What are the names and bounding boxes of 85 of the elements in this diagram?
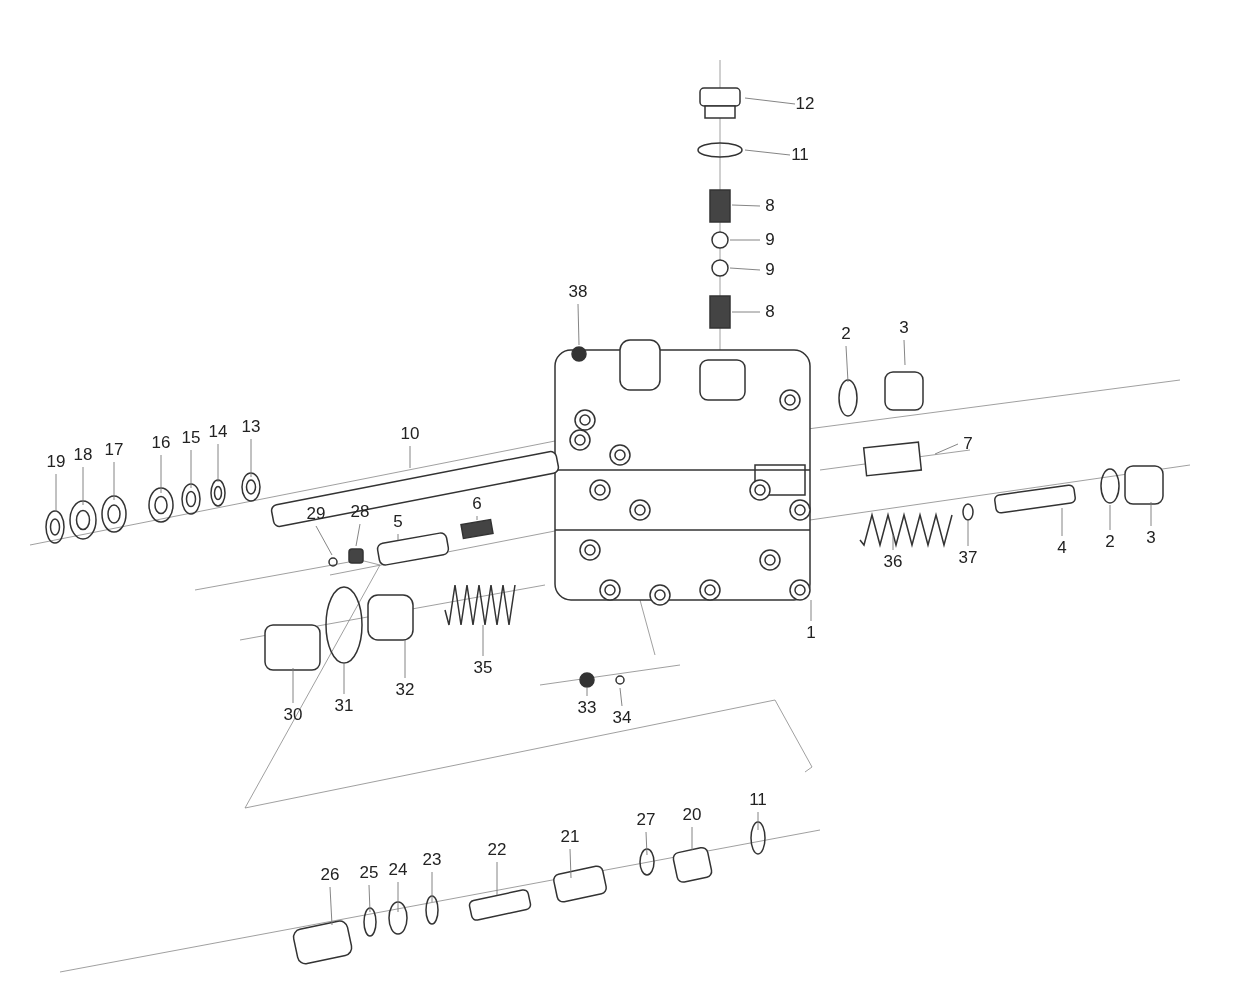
leader-line	[329, 886, 333, 926]
callout-number: 29	[306, 505, 326, 523]
callout-number: 17	[104, 441, 124, 459]
callout-number: 11	[749, 791, 767, 809]
callout-number: 15	[181, 429, 201, 447]
callout-number: 10	[400, 425, 420, 443]
callout-number: 12	[795, 95, 815, 113]
leader-line	[55, 473, 57, 513]
leader-line	[892, 534, 894, 551]
leader-line	[1150, 501, 1152, 527]
callout-number: 8	[765, 197, 775, 215]
callout-number: 5	[393, 513, 403, 531]
callout-number: 25	[359, 864, 379, 882]
leader-line	[903, 339, 906, 366]
callout-number: 21	[560, 828, 580, 846]
callout-number: 8	[765, 303, 775, 321]
callout-number: 9	[765, 231, 775, 249]
leader-line	[315, 525, 333, 556]
callout-number: 14	[208, 423, 228, 441]
leader-line	[757, 811, 759, 831]
leader-line	[645, 831, 648, 856]
leader-line	[113, 461, 115, 501]
leader-line	[476, 515, 478, 521]
leader-line	[160, 454, 162, 494]
leader-line	[217, 443, 219, 483]
leader-line	[496, 861, 498, 896]
leader-line	[250, 438, 252, 478]
callout-number: 31	[334, 697, 354, 715]
callout-number: 20	[682, 806, 702, 824]
callout-number: 30	[283, 706, 303, 724]
leader-line	[729, 267, 761, 271]
callout-number: 32	[395, 681, 415, 699]
leader-line	[1109, 504, 1111, 531]
leader-line	[744, 149, 791, 156]
leader-line	[409, 445, 411, 469]
callout-number: 3	[899, 319, 909, 337]
callout-number: 22	[487, 841, 507, 859]
leader-line	[190, 449, 192, 489]
leader-line	[343, 661, 345, 695]
callout-number: 38	[568, 283, 588, 301]
leader-line	[810, 599, 812, 622]
callout-number: 4	[1057, 539, 1067, 557]
leader-line	[619, 687, 623, 707]
leader-line	[744, 97, 796, 105]
callout-number: 23	[422, 851, 442, 869]
callout-number: 7	[963, 435, 973, 453]
callout-number: 33	[577, 699, 597, 717]
callout-number: 18	[73, 446, 93, 464]
leader-line	[397, 881, 399, 913]
callout-number: 36	[883, 553, 903, 571]
leader-line	[731, 204, 761, 207]
leader-line	[431, 871, 433, 903]
callout-number: 13	[241, 418, 261, 436]
leader-line	[355, 523, 361, 547]
callout-number: 3	[1146, 529, 1156, 547]
leader-line	[569, 848, 572, 879]
leader-line	[577, 303, 580, 346]
callout-number: 11	[791, 146, 809, 164]
callout-number: 2	[841, 325, 851, 343]
leader-line	[731, 311, 761, 313]
callout-number: 6	[472, 495, 482, 513]
callout-number: 2	[1105, 533, 1115, 551]
leader-line	[1061, 507, 1063, 537]
leader-line	[368, 884, 371, 913]
callout-number: 34	[612, 709, 632, 727]
leader-line	[82, 466, 84, 506]
callout-number: 35	[473, 659, 493, 677]
callout-number: 26	[320, 866, 340, 884]
leader-line	[729, 239, 761, 241]
callout-number: 16	[151, 434, 171, 452]
leader-line	[691, 826, 693, 851]
callout-number: 24	[388, 861, 408, 879]
leader-line	[845, 345, 849, 383]
callout-number: 9	[765, 261, 775, 279]
callout-number: 1	[806, 624, 816, 642]
callout-number: 19	[46, 453, 66, 471]
leader-line	[404, 639, 406, 679]
callout-number: 27	[636, 811, 656, 829]
leader-line	[934, 443, 959, 455]
leader-line	[586, 687, 588, 697]
callout-number: 37	[958, 549, 978, 567]
leader-line	[292, 667, 294, 704]
leader-line	[397, 533, 399, 541]
leader-line	[967, 519, 969, 547]
leader-line	[482, 624, 484, 657]
